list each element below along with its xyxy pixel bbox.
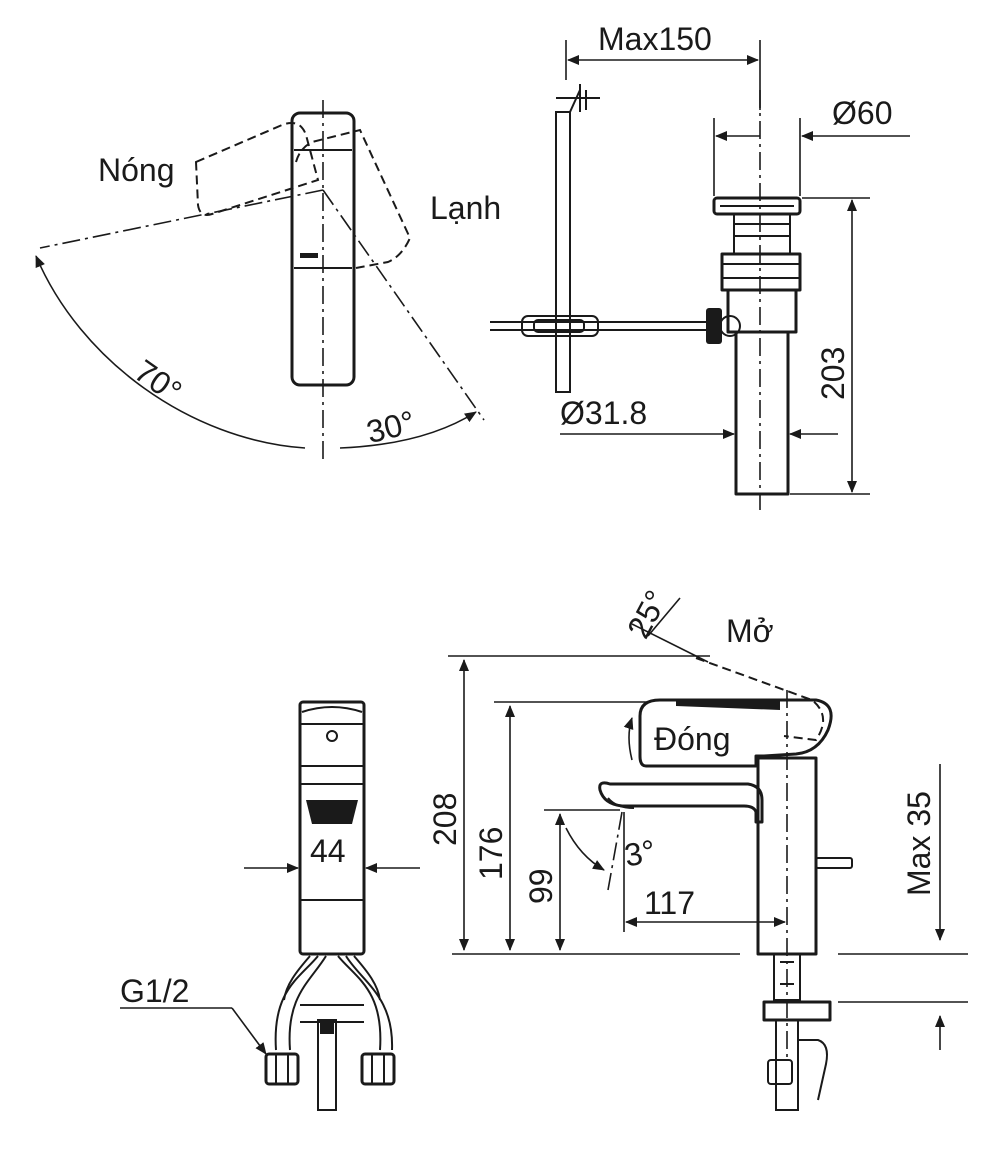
cold-angle-arc bbox=[339, 411, 477, 449]
hot-angle-value: 70° bbox=[128, 353, 188, 410]
side-view: 208 176 99 117 3° 25° Mở Đóng Max 35 bbox=[427, 584, 968, 1111]
lift-rod bbox=[555, 111, 571, 393]
handle-rotation-view: Nóng Lạnh 70° 30° bbox=[35, 100, 501, 460]
handle-side bbox=[638, 698, 833, 768]
closed-label: Đóng bbox=[654, 721, 731, 757]
pop-up-drain-view: Max150 Ø60 20 bbox=[490, 21, 910, 510]
hot-supply-hose bbox=[274, 955, 319, 1051]
cold-supply-hose bbox=[337, 955, 382, 1051]
max-reach-dimension: Max150 bbox=[598, 21, 712, 57]
drain-height-dimension: 203 bbox=[815, 347, 851, 400]
cold-angle-value: 30° bbox=[363, 404, 419, 451]
hot-label: Nóng bbox=[98, 152, 175, 188]
thread-label: G1/2 bbox=[120, 973, 189, 1009]
open-position-ghost bbox=[695, 657, 824, 742]
hot-angle-arc bbox=[35, 255, 306, 449]
spout-height-dimension: 99 bbox=[523, 868, 559, 904]
drain-cap-diameter: Ø60 bbox=[832, 95, 892, 131]
front-view: 44 G1/2 bbox=[120, 700, 420, 1111]
faucet-body-front bbox=[298, 700, 366, 956]
lift-angle-value: 25° bbox=[620, 584, 675, 644]
open-label: Mở bbox=[726, 613, 774, 649]
faucet-body-side bbox=[756, 756, 818, 956]
body-width-dimension: 44 bbox=[310, 833, 346, 869]
max-deck-dimension: Max 35 bbox=[901, 791, 937, 896]
total-height-dimension: 208 bbox=[427, 793, 463, 846]
drain-pipe bbox=[734, 330, 790, 496]
spout-angle-value: 3° bbox=[622, 833, 658, 874]
handle-height-dimension: 176 bbox=[473, 827, 509, 880]
cold-label: Lạnh bbox=[430, 190, 501, 226]
spout-reach-dimension: 117 bbox=[644, 885, 695, 921]
drain-pipe-diameter: Ø31.8 bbox=[560, 395, 647, 431]
hot-position-ghost bbox=[194, 122, 320, 216]
hot-connector-nut bbox=[264, 1052, 300, 1086]
